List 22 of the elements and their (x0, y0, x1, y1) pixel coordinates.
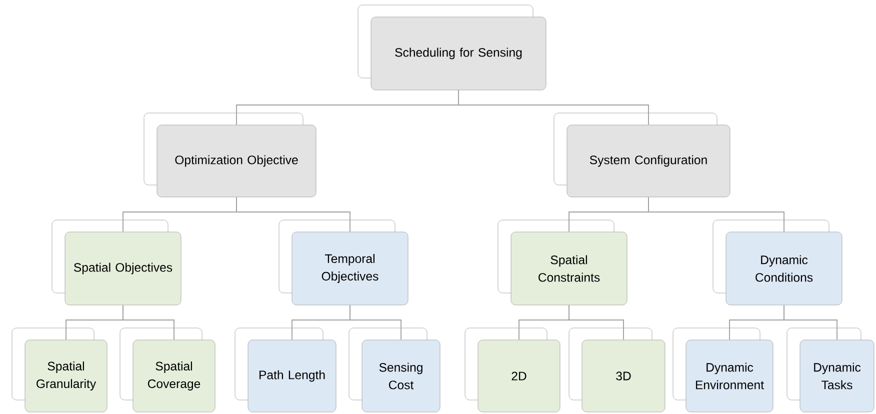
category-box: Dynamic Environment (672, 328, 774, 412)
category-box: Dynamic Tasks (786, 328, 874, 412)
connector-line (236, 196, 350, 232)
category-box: Spatial Granularity (12, 328, 108, 412)
category-box: 2D (464, 328, 560, 412)
category-box: Temporal Objectives (278, 220, 408, 306)
category-box: Spatial Objectives (52, 220, 182, 306)
category-box: System Configuration (554, 112, 730, 198)
connector-line (648, 196, 784, 232)
category-box: Sensing Cost (348, 328, 440, 412)
category-box: Optimization Objective (144, 112, 316, 198)
connector-line (122, 304, 174, 340)
category-box: Spatial Constraints (498, 220, 628, 306)
connector-line (350, 304, 402, 340)
connector-line (458, 90, 649, 126)
category-box: 3D (568, 328, 666, 412)
category-box: Dynamic Conditions (712, 220, 842, 306)
connector-line (568, 304, 624, 340)
category-box: Spatial Coverage (120, 328, 216, 412)
category-box: Path Length (234, 328, 336, 412)
category-box: Scheduling for Sensing (358, 4, 546, 90)
connector-line (784, 304, 838, 340)
